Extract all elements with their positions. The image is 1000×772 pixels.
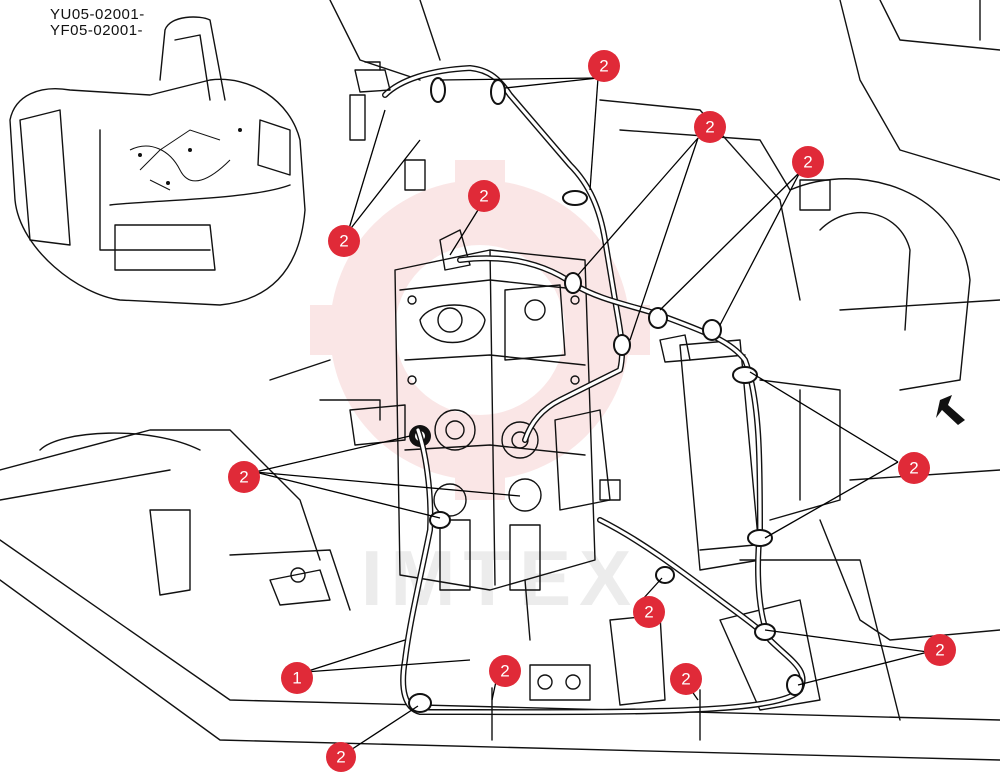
svg-text:2: 2 (599, 57, 608, 76)
leader-lines (254, 77, 929, 758)
svg-text:2: 2 (500, 662, 509, 681)
serial-number-1: YU05-02001- (50, 6, 145, 23)
svg-text:2: 2 (644, 603, 653, 622)
callout-1-harness: 1 (281, 662, 313, 694)
callout-2-lower-center: 2 (633, 596, 665, 628)
callout-2-upper-right-b: 2 (792, 146, 824, 178)
callout-2-upper-right-a: 2 (694, 111, 726, 143)
svg-text:2: 2 (935, 641, 944, 660)
harness-clamps (408, 77, 804, 741)
callout-2-top-center: 2 (588, 50, 620, 82)
callout-2-bottom-right: 2 (670, 663, 702, 695)
callout-2-lower-right: 2 (924, 634, 956, 666)
front-direction-arrow-icon (936, 395, 965, 425)
svg-text:2: 2 (681, 670, 690, 689)
machine-inset (9, 16, 306, 306)
serial-number-2: YF05-02001- (50, 22, 144, 39)
svg-text:2: 2 (803, 153, 812, 172)
watermark-text: IMTEX (361, 534, 639, 622)
callout-2-bottom-center: 2 (489, 655, 521, 687)
svg-text:1: 1 (292, 669, 301, 688)
callout-2-bottom-left: 2 (326, 742, 356, 772)
svg-text:2: 2 (479, 187, 488, 206)
callout-2-right: 2 (898, 452, 930, 484)
callout-2-connector: 2 (468, 180, 500, 212)
callout-2-top-left: 2 (328, 225, 360, 257)
svg-text:2: 2 (705, 118, 714, 137)
svg-text:2: 2 (336, 748, 345, 767)
svg-text:2: 2 (339, 232, 348, 251)
callout-2-left: 2 (228, 461, 260, 493)
svg-text:2: 2 (239, 468, 248, 487)
wire-harness (354, 61, 806, 716)
svg-text:2: 2 (909, 459, 918, 478)
